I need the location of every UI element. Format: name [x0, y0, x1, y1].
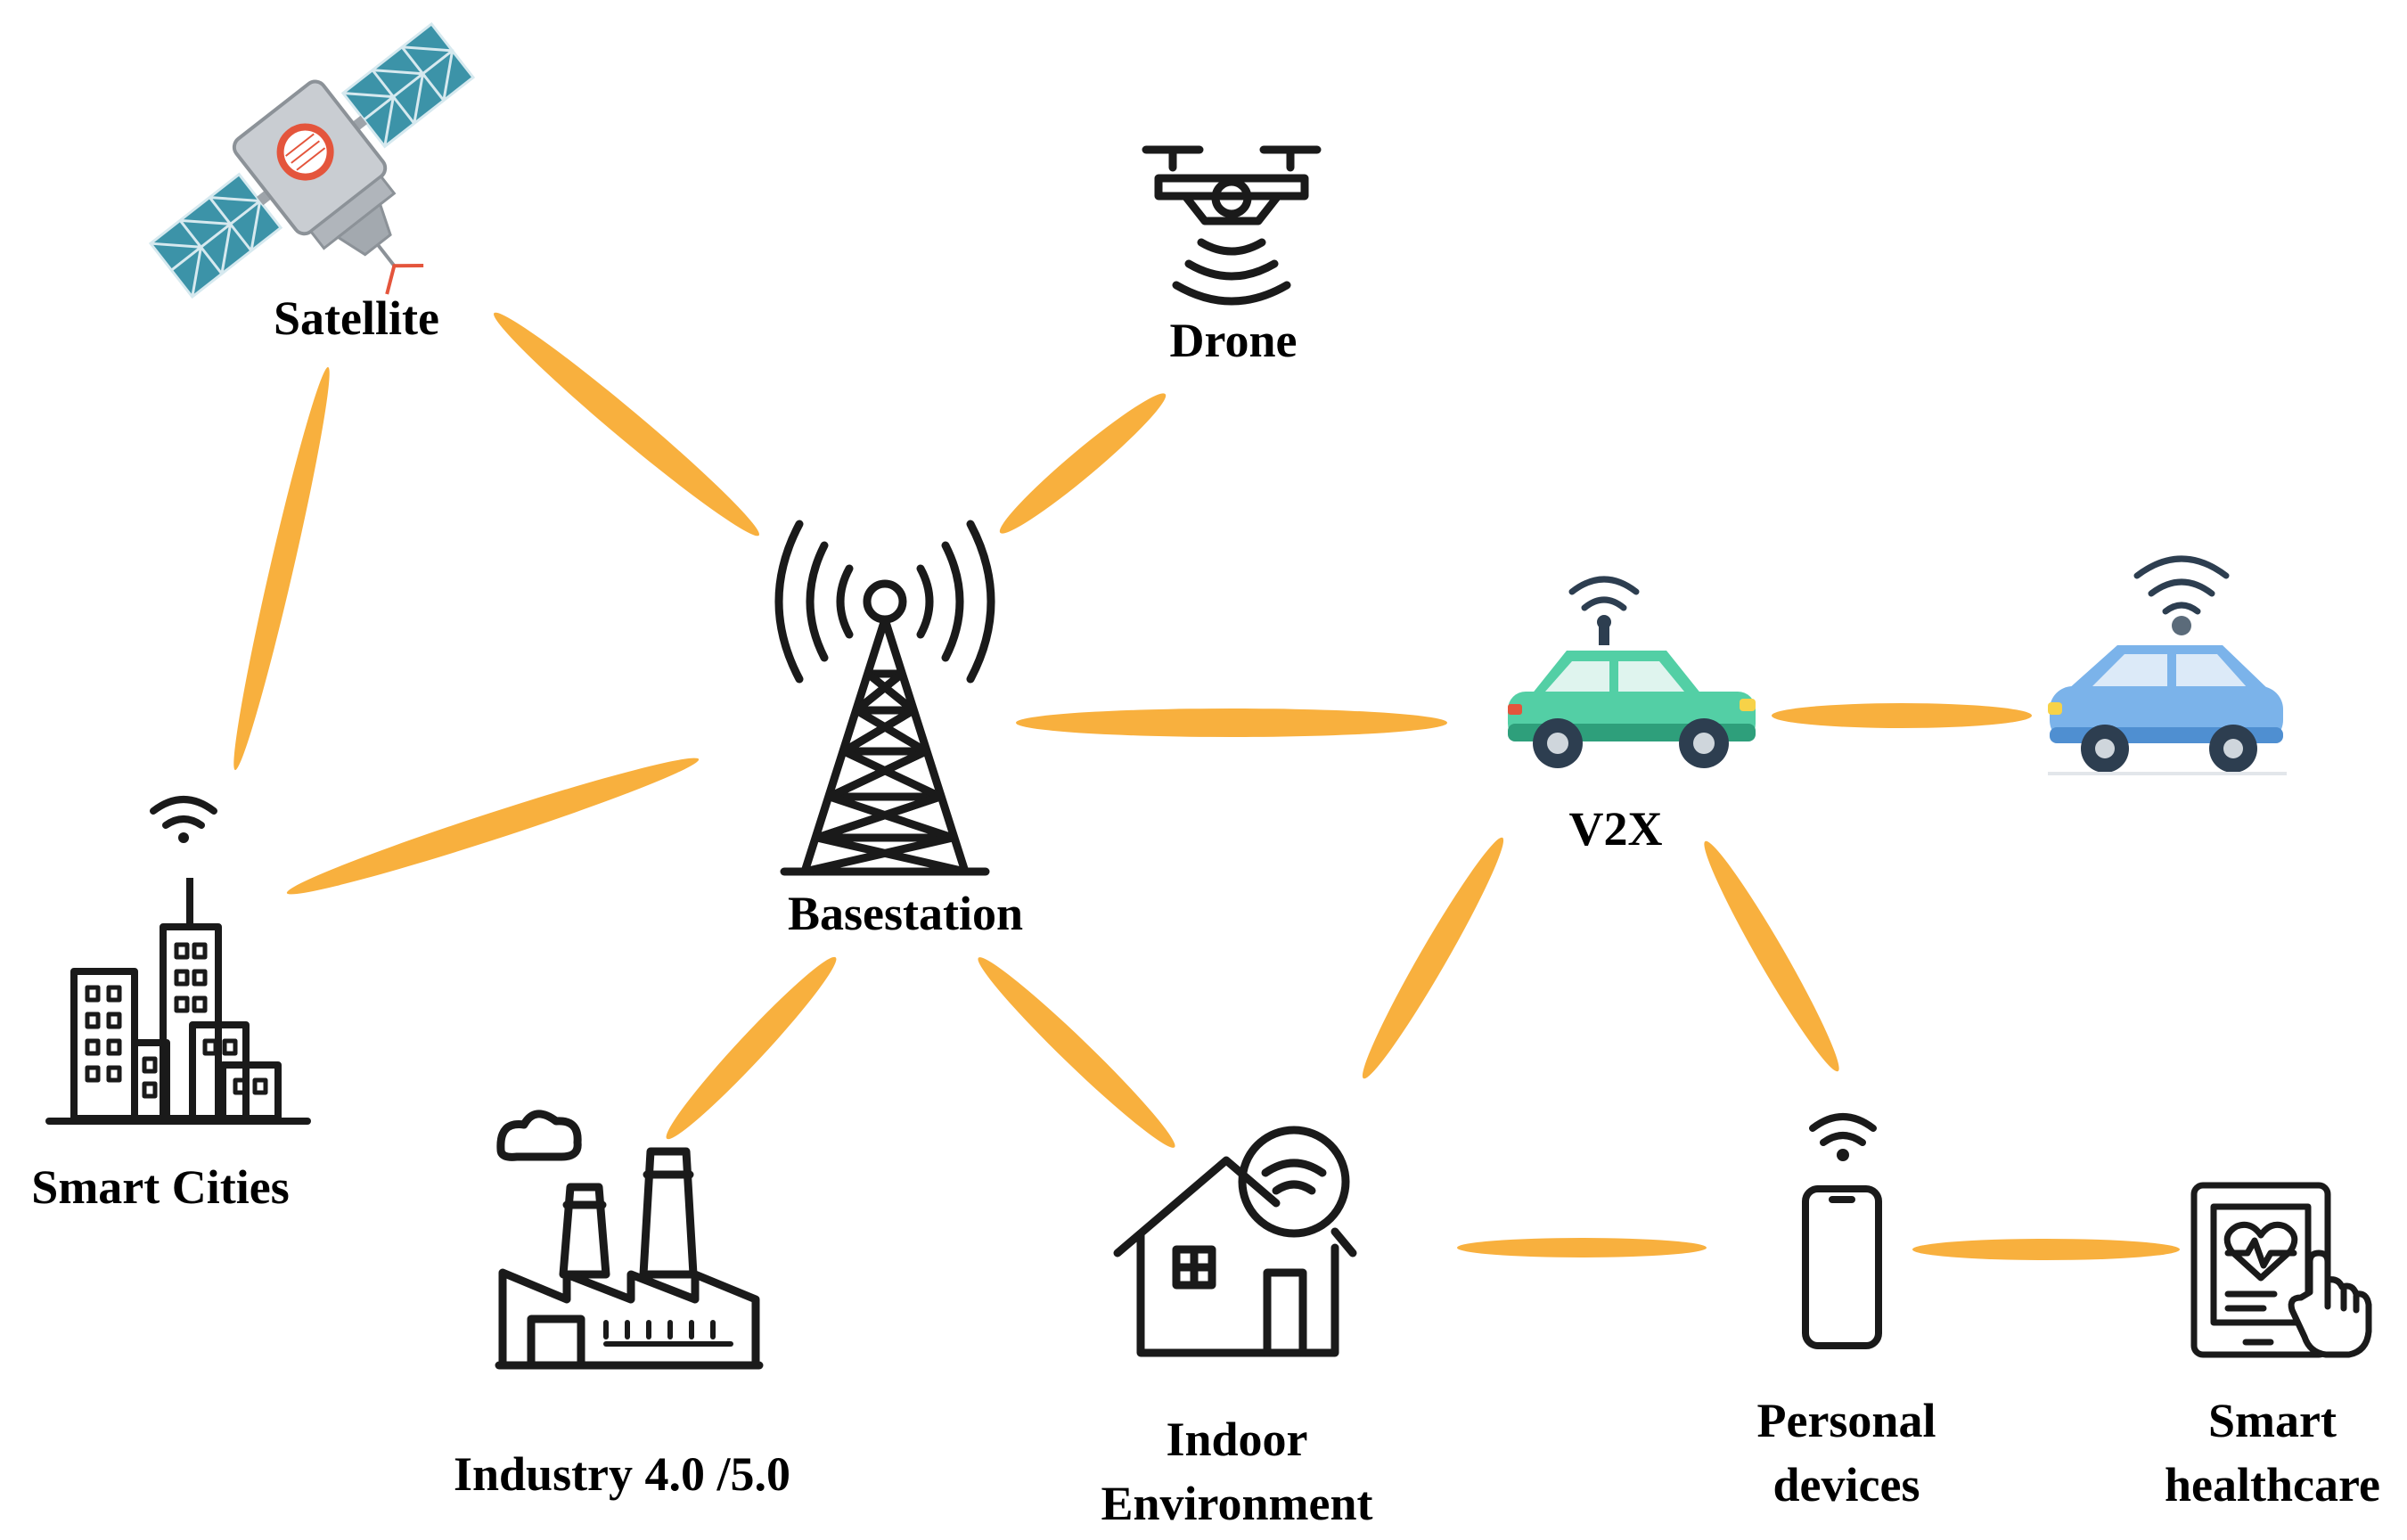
health-tablet-icon [2190, 1182, 2372, 1358]
indoor-node: Indoor Environment [1101, 1126, 1373, 1530]
personal-label-line2: devices [1773, 1458, 1920, 1511]
satellite-icon [148, 21, 476, 299]
v2x-node: V2X [1508, 576, 1756, 856]
connected-car-icon [2048, 555, 2287, 775]
link-v2x-indoor [1362, 837, 1504, 1079]
antenna-tower-icon [774, 520, 995, 876]
link-basestation-industry [666, 956, 837, 1140]
link-smart-cities-basestation [286, 758, 700, 895]
indoor-label-line1: Indoor [1166, 1413, 1307, 1466]
v2x-label: V2X [1569, 802, 1663, 856]
link-satellite-smart-cities [233, 366, 330, 771]
link-v2x-car [1772, 703, 2032, 728]
basestation-label: Basestation [788, 887, 1023, 940]
smart-home-icon [1113, 1126, 1357, 1357]
satellite-label: Satellite [274, 291, 439, 345]
industry-node: Industry 4.0 /5.0 [454, 1110, 790, 1501]
link-drone-basestation [999, 393, 1167, 534]
factory-icon [495, 1110, 764, 1370]
link-v2x-personal [1704, 840, 1839, 1072]
connected-car-icon [1508, 576, 1756, 768]
drone-label: Drone [1170, 314, 1298, 367]
link-personal-healthcare [1912, 1239, 2180, 1260]
drone-node: Drone [1142, 145, 1322, 367]
connected-car-node [2048, 555, 2287, 775]
link-basestation-v2x [1016, 709, 1447, 737]
satellite-node: Satellite [148, 21, 476, 345]
smartphone-icon [1802, 1113, 1882, 1349]
city-buildings-icon [45, 796, 311, 1125]
healthcare-label-line1: Smart [2208, 1394, 2337, 1447]
links-layer [233, 312, 2180, 1260]
healthcare-label-line2: healthcare [2165, 1458, 2380, 1511]
industry-label: Industry 4.0 /5.0 [454, 1447, 790, 1501]
personal-label-line1: Personal [1757, 1394, 1936, 1447]
link-satellite-basestation [494, 312, 759, 537]
healthcare-node: Smart healthcare [2165, 1182, 2380, 1511]
link-basestation-indoor [978, 957, 1175, 1148]
smart-cities-node: Smart Cities [31, 796, 311, 1214]
link-indoor-personal [1457, 1238, 1707, 1257]
personal-devices-node: Personal devices [1757, 1113, 1936, 1511]
basestation-node: Basestation [774, 520, 1023, 940]
drone-icon [1142, 145, 1322, 306]
smart-cities-label: Smart Cities [31, 1160, 289, 1214]
indoor-label-line2: Environment [1101, 1477, 1372, 1530]
